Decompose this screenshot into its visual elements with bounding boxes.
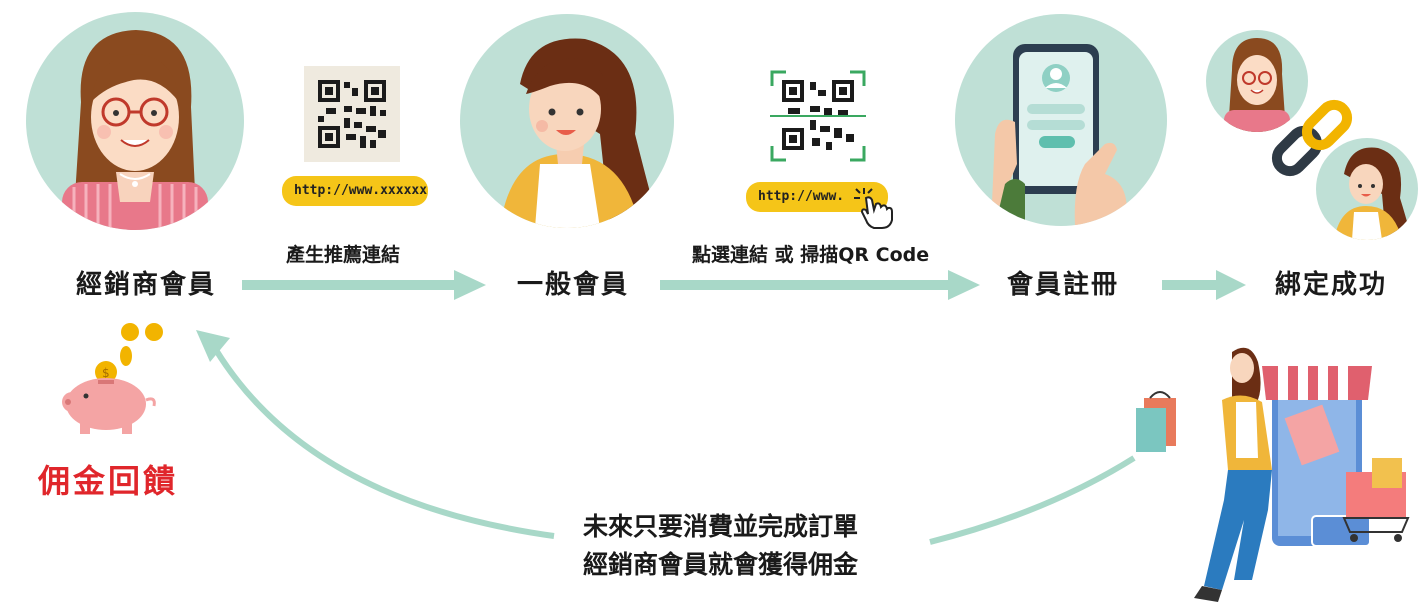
bind-distributor-avatar	[1206, 30, 1308, 132]
scan-qr-icon	[770, 70, 866, 162]
qr-code-icon	[318, 80, 386, 148]
phone-register-illustration	[991, 44, 1127, 226]
node-distributor: 經銷商會員	[76, 270, 217, 300]
woman-illustration	[500, 38, 660, 228]
arrow-member-to-register	[660, 270, 980, 300]
piggy-bank-icon: $	[62, 323, 163, 434]
step-generate-link: 產生推薦連結	[286, 244, 401, 266]
chain-link-icon	[1271, 99, 1353, 177]
qr-code-card	[304, 66, 400, 162]
shopper-illustration	[1136, 347, 1410, 602]
register-avatar	[955, 14, 1167, 226]
woman-small	[1334, 147, 1412, 240]
referral-url-pill: http://www.xxxxxx	[282, 176, 428, 206]
step-click-or-scan: 點選連結 或 掃描QR Code	[692, 244, 930, 266]
node-member: 一般會員	[517, 270, 630, 300]
return-arrow-to-distributor	[196, 330, 555, 539]
commission-label: 佣金回饋	[38, 462, 179, 500]
svg-text:$: $	[102, 366, 110, 380]
node-bind: 綁定成功	[1275, 270, 1388, 300]
scan-qr-frame	[768, 68, 868, 164]
click-url-pill: http://www.	[746, 182, 888, 212]
bind-member-avatar	[1316, 138, 1418, 240]
return-line-from-shopper	[929, 455, 1136, 545]
distributor-avatar	[26, 12, 244, 230]
woman-glasses-small	[1224, 38, 1290, 132]
tap-hand-icon	[854, 188, 893, 229]
node-register: 會員註冊	[1007, 270, 1120, 300]
arrow-distributor-to-member	[242, 270, 486, 300]
future-commission-note: 未來只要消費並完成訂單 經銷商會員就會獲得佣金	[583, 508, 858, 584]
future-note-line1: 未來只要消費並完成訂單	[583, 512, 859, 541]
member-avatar	[460, 14, 674, 228]
arrow-register-to-bind	[1162, 270, 1246, 300]
woman-glasses-illustration	[62, 30, 208, 230]
future-note-line2: 經銷商會員就會獲得佣金	[583, 550, 859, 579]
